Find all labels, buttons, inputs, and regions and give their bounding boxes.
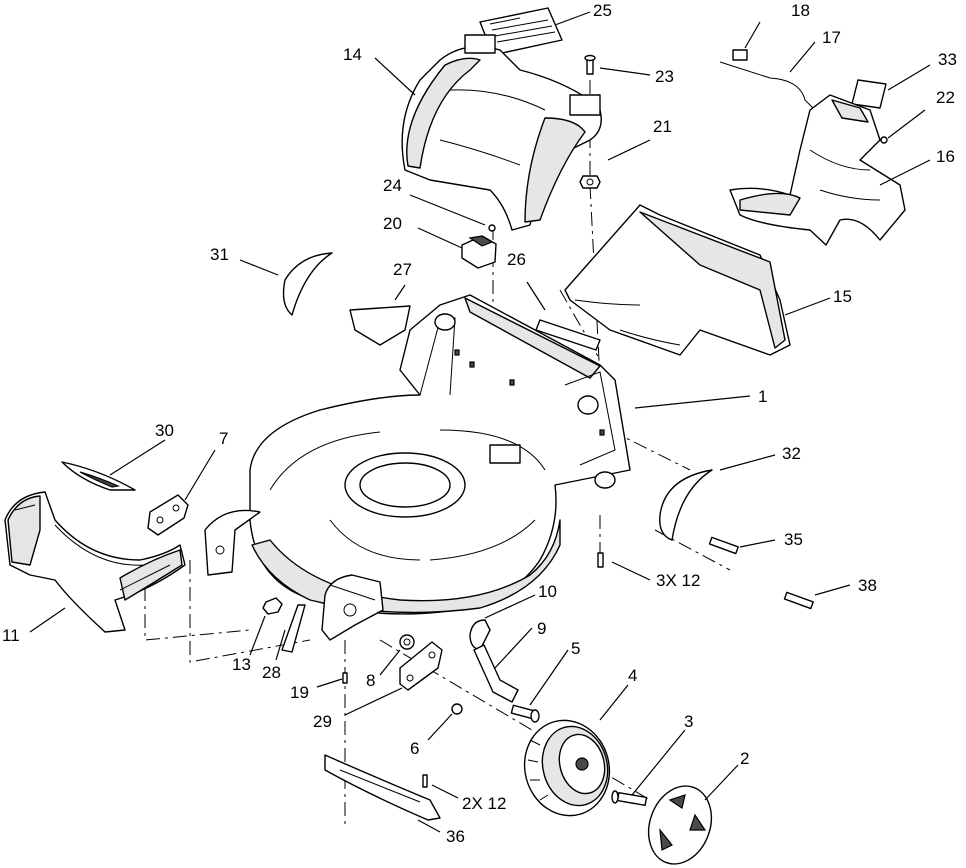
callout-2x12: 2X 12 <box>462 794 506 813</box>
part-2-hubcap <box>647 785 713 865</box>
callout-22: 22 <box>936 88 955 107</box>
callout-35: 35 <box>784 530 803 549</box>
callout-19: 19 <box>290 683 309 702</box>
part-10-knob <box>469 619 491 651</box>
callout-20: 20 <box>383 214 402 233</box>
axis-bolt-23-lower <box>589 184 601 381</box>
callout-25: 25 <box>593 1 612 20</box>
callout-29: 29 <box>313 712 332 731</box>
callout-3: 3 <box>684 712 693 731</box>
part-36-bar <box>324 754 441 821</box>
callout-17: 17 <box>822 28 841 47</box>
callout-36: 36 <box>446 827 465 846</box>
callout-11: 11 <box>2 626 20 645</box>
part-29-plate <box>399 641 443 691</box>
part-14-handle-shroud <box>401 34 602 231</box>
height-adjuster-plate <box>321 574 384 641</box>
callout-28: 28 <box>262 663 281 682</box>
side-bracket-left <box>204 509 261 576</box>
leader-lines <box>29 11 931 833</box>
callout-3x12: 3X 12 <box>656 571 700 590</box>
part-28-lever <box>281 604 306 653</box>
part-5-bolt <box>510 704 540 723</box>
part-25-decal <box>479 7 563 56</box>
callout-2: 2 <box>740 749 749 768</box>
callout-21: 21 <box>653 117 672 136</box>
part-24-screw <box>488 224 496 232</box>
callout-6: 6 <box>410 739 419 758</box>
part-21-nut <box>579 175 601 189</box>
axis-deflector-right <box>189 560 311 663</box>
part-18-switch <box>732 49 748 61</box>
part-23-bolt <box>584 54 596 75</box>
callout-30: 30 <box>155 421 174 440</box>
callout-32: 32 <box>782 444 801 463</box>
axis-plug-32 <box>609 429 691 471</box>
callout-1: 1 <box>758 387 767 406</box>
callout-16: 16 <box>936 147 955 166</box>
part-35-pin <box>708 536 739 555</box>
part-17-bail-cable <box>719 61 856 131</box>
part-4-wheel <box>523 719 611 817</box>
part-32-plug <box>659 469 713 541</box>
callout-24: 24 <box>383 176 402 195</box>
callout-31: 31 <box>210 245 229 264</box>
part-9-bracket <box>473 644 519 703</box>
callout-33: 33 <box>938 50 957 69</box>
part-8-washer <box>399 634 415 650</box>
part-13-nut <box>262 597 283 615</box>
callout-15: 15 <box>833 287 852 306</box>
callout-18: 18 <box>791 1 810 20</box>
part-33-label <box>851 79 887 109</box>
callout-10: 10 <box>538 582 557 601</box>
screw-2x12 <box>422 774 428 788</box>
part-30-decal <box>61 461 136 491</box>
axis-wheel <box>379 639 651 801</box>
part-11-deflector <box>4 491 186 633</box>
part-7-bracket <box>147 494 189 536</box>
part-6-washer <box>451 703 463 715</box>
callout-9: 9 <box>537 619 546 638</box>
callout-labels: 25 14 23 21 24 20 31 27 26 18 17 33 22 1… <box>2 1 957 846</box>
part-26-strip <box>535 319 601 351</box>
screw-3x12 <box>597 552 604 568</box>
callout-13: 13 <box>232 655 251 674</box>
callout-23: 23 <box>655 67 674 86</box>
part-22-screw <box>880 136 888 144</box>
part-19-screw <box>342 672 348 684</box>
callout-8: 8 <box>366 671 375 690</box>
callout-7: 7 <box>219 429 228 448</box>
callout-14: 14 <box>343 45 362 64</box>
part-15-bag-frame <box>564 204 791 356</box>
callout-4: 4 <box>628 666 637 685</box>
callout-38: 38 <box>858 576 877 595</box>
part-31-plug <box>282 252 333 316</box>
callout-5: 5 <box>571 639 580 658</box>
part-27-insert <box>349 305 411 346</box>
callout-26: 26 <box>507 250 526 269</box>
part-3-axle-bolt <box>611 790 648 807</box>
part-16-housing <box>729 94 906 246</box>
callout-27: 27 <box>393 260 412 279</box>
part-38-pin <box>783 591 814 610</box>
part-20-clip <box>461 235 497 269</box>
